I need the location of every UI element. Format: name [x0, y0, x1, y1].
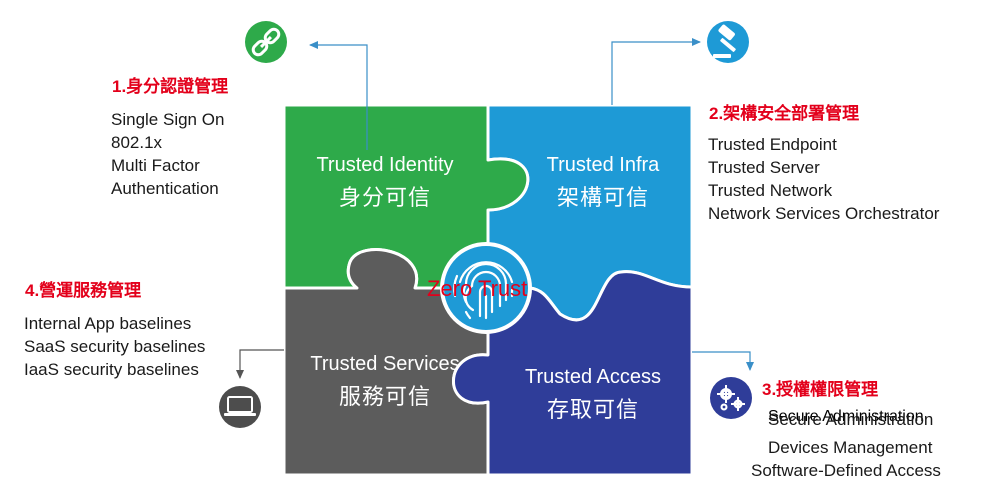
- list-item: SaaS security baselines: [24, 337, 206, 356]
- link-icon: [245, 21, 287, 63]
- section-ops-title: 4.營運服務管理: [25, 281, 142, 300]
- list-item: Network Services Orchestrator: [708, 204, 940, 223]
- list-item: Internal App baselines: [24, 314, 192, 333]
- list-item: Authentication: [111, 179, 219, 198]
- access-zh-label: 存取可信: [546, 397, 639, 422]
- list-item: Secure Administration: [768, 410, 934, 429]
- services-zh-label: 服務可信: [338, 384, 431, 409]
- list-item: 802.1x: [111, 133, 163, 152]
- connector-identity: [309, 41, 368, 150]
- section-infra-title: 2.架構安全部署管理: [709, 104, 860, 123]
- section-ops-list: Internal App baselines SaaS security bas…: [24, 312, 205, 381]
- connector-infra: [611, 38, 701, 105]
- gears-icon: [710, 377, 752, 419]
- laptop-icon: [219, 386, 261, 428]
- connector-access: [692, 351, 754, 371]
- list-item: Software-Defined Access: [751, 461, 941, 480]
- section-identity-title: 1.身分認證管理: [112, 77, 229, 96]
- list-item: Trusted Server: [708, 158, 820, 177]
- section-infra-list: Trusted Endpoint Trusted Server Trusted …: [708, 133, 939, 225]
- list-item: Single Sign On: [111, 110, 225, 129]
- services-en-label: Trusted Services: [310, 353, 460, 375]
- identity-zh-label: 身分可信: [338, 185, 431, 210]
- infra-en-label: Trusted Infra: [546, 154, 660, 176]
- list-item: IaaS security baselines: [24, 360, 199, 379]
- gavel-icon: [707, 21, 749, 63]
- list-item: Secure Administration: [768, 408, 924, 425]
- access-en-label: Trusted Access: [525, 366, 661, 388]
- zero-trust-label: Zero Trust: [427, 276, 528, 301]
- connector-services: [236, 349, 284, 379]
- infra-zh-label: 架構可信: [556, 185, 649, 210]
- identity-en-label: Trusted Identity: [316, 154, 454, 176]
- fingerprint-icon: [440, 242, 532, 334]
- section-identity-list: Single Sign On 802.1x Multi Factor Authe…: [111, 108, 224, 200]
- list-item: Trusted Network: [708, 181, 833, 200]
- list-item: Devices Management: [768, 438, 933, 457]
- section-access-title: 3.授權權限管理: [762, 380, 879, 399]
- list-item: Multi Factor: [111, 156, 200, 175]
- list-item: Trusted Endpoint: [708, 135, 837, 154]
